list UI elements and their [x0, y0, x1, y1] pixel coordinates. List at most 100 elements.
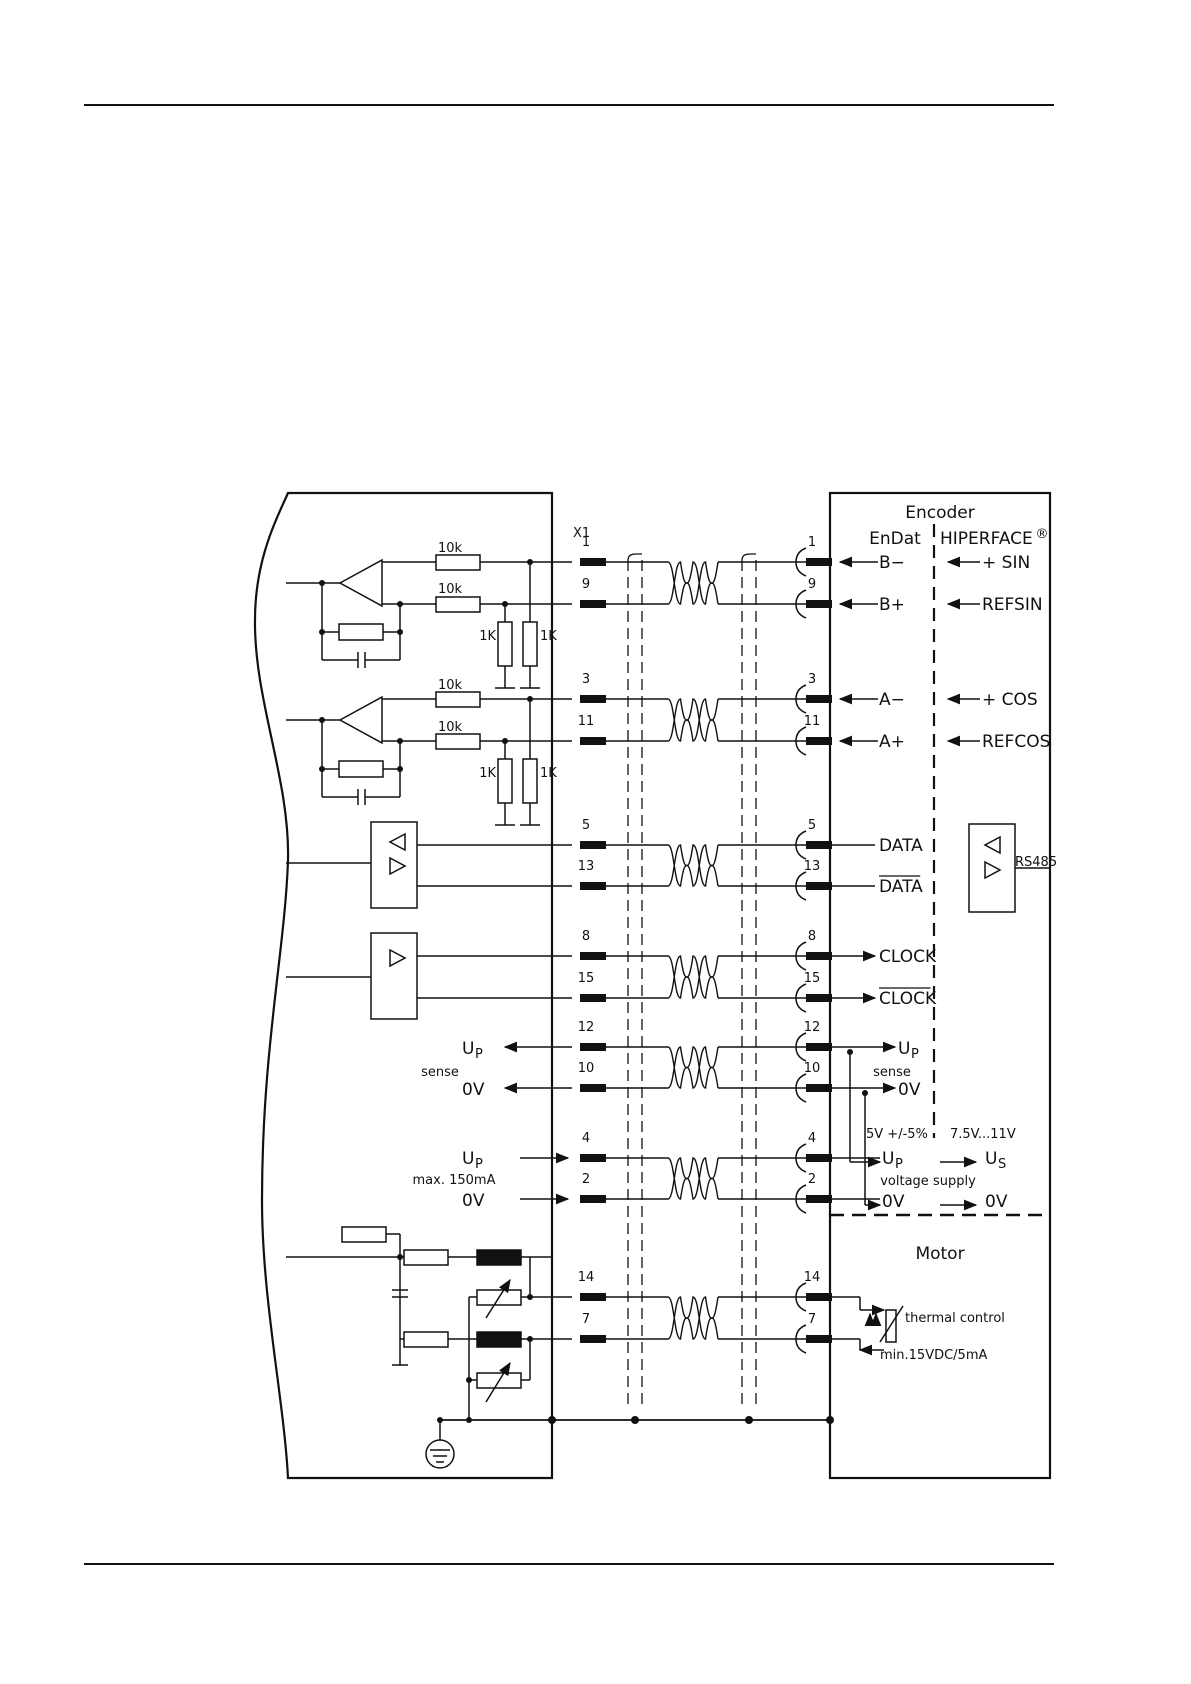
enc-0v-label: 0V: [898, 1080, 921, 1100]
pin-left-5: [580, 841, 606, 849]
twisted-pair: [667, 1296, 719, 1340]
resistor-label: 10k: [438, 582, 463, 597]
twisted-pair: [667, 1046, 719, 1089]
pin-right-11: [806, 737, 832, 745]
pin-num-left: 15: [578, 971, 595, 986]
pin-num-right: 3: [808, 672, 816, 687]
pin-left-1: [580, 558, 606, 566]
drive-up-supply-label: U: [462, 1149, 474, 1169]
pin-num-right: 1: [808, 535, 816, 550]
pin-num-left: 11: [578, 714, 595, 729]
supply-7v-label: 7.5V...11V: [950, 1127, 1016, 1142]
max-current-label: max. 150mA: [413, 1173, 496, 1188]
enc-us-sub: S: [998, 1157, 1006, 1172]
pin-num-left: 14: [578, 1270, 595, 1285]
pin-num-right: 10: [804, 1061, 821, 1076]
footer-rule: [84, 1563, 1054, 1565]
pin-left-2: [580, 1195, 606, 1203]
endat-signal-label: A−: [879, 690, 905, 710]
pin-14: [580, 1282, 832, 1312]
pin-right-1: [806, 558, 832, 566]
encoder-housing: [828, 491, 1052, 1480]
pin-num-left: 13: [578, 859, 595, 874]
pin-2: [580, 1184, 832, 1214]
pin-num-right: 9: [808, 577, 816, 592]
pin-num-right: 11: [804, 714, 821, 729]
pin-right-2: [806, 1195, 832, 1203]
pin-11: [580, 726, 832, 756]
supply-5v-label: 5V +/-5%: [866, 1127, 928, 1142]
drive-housing: [253, 491, 554, 1480]
rs485-label: RS485: [1015, 855, 1057, 870]
enc-up-supply-label: U: [882, 1149, 894, 1169]
pin-left-12: [580, 1043, 606, 1051]
pin-num-right: 14: [804, 1270, 821, 1285]
encoder-title: Encoder: [905, 503, 975, 523]
pin-4: [580, 1143, 832, 1173]
endat-signal-label: CLOCK: [879, 947, 937, 967]
pin-right-4: [806, 1154, 832, 1162]
pin-right-15: [806, 994, 832, 1002]
pin-left-7: [580, 1335, 606, 1343]
voltage-supply-label: voltage supply: [880, 1174, 976, 1189]
pin-5: [580, 830, 832, 860]
pin-left-13: [580, 882, 606, 890]
pin-num-right: 13: [804, 859, 821, 874]
twisted-pair: [667, 844, 719, 887]
pin-num-right: 2: [808, 1172, 816, 1187]
pin-left-3: [580, 695, 606, 703]
pin-num-right: 12: [804, 1020, 821, 1035]
header-rule: [84, 104, 1054, 106]
pin-left-9: [580, 600, 606, 608]
resistor-label: 1K: [479, 766, 496, 781]
resistor-label: 10k: [438, 541, 463, 556]
drive-up-supply-sub: P: [475, 1157, 483, 1172]
pin-13: [580, 871, 832, 901]
twisted-pair: [667, 1157, 719, 1200]
pin-right-10: [806, 1084, 832, 1092]
pin-left-10: [580, 1084, 606, 1092]
pin-num-left: 9: [582, 577, 590, 592]
resistor-label: 10k: [438, 720, 463, 735]
pin-right-5: [806, 841, 832, 849]
resistor-label: 1K: [540, 766, 557, 781]
encoder-arrows: [832, 556, 980, 1350]
pin-right-8: [806, 952, 832, 960]
pin-num-right: 15: [804, 971, 821, 986]
hiperface-signal-label: + COS: [982, 690, 1038, 710]
connector-label: X1: [573, 526, 590, 541]
enc-sense-label: sense: [873, 1065, 911, 1080]
pin-left-11: [580, 737, 606, 745]
pin-right-7: [806, 1335, 832, 1343]
twisted-pair: [667, 561, 719, 605]
hiperface-signal-label: REFSIN: [982, 595, 1043, 615]
endat-signal-label: CLOCK: [879, 989, 937, 1009]
motor-title: Motor: [915, 1244, 964, 1264]
pin-3: [580, 684, 832, 714]
pin-right-14: [806, 1293, 832, 1301]
pin-num-left: 3: [582, 672, 590, 687]
pin-num-left: 10: [578, 1061, 595, 1076]
pin-1: [580, 547, 832, 577]
resistor-label: 1K: [479, 629, 496, 644]
enc-us-label: U: [985, 1149, 997, 1169]
pin-num-left: 1: [582, 535, 590, 550]
registered-mark: ®: [1036, 527, 1049, 542]
endat-signal-label: DATA: [879, 877, 923, 897]
drive-circuitry: [286, 554, 1050, 1469]
pin-num-right: 5: [808, 818, 816, 833]
hiperface-heading: HIPERFACE: [940, 529, 1033, 549]
junction-dots: [319, 559, 868, 1424]
hiperface-signal-label: + SIN: [982, 553, 1030, 573]
pin-15: [580, 983, 832, 1013]
twisted-pair: [667, 955, 719, 999]
endat-signal-label: B−: [879, 553, 905, 573]
hiperface-signal-label: REFCOS: [982, 732, 1050, 752]
twisted-pair: [667, 698, 719, 742]
pin-right-12: [806, 1043, 832, 1051]
min-voltage-label: min.15VDC/5mA: [880, 1348, 987, 1363]
drive-supply-arrows: [503, 1041, 572, 1205]
pin-num-left: 7: [582, 1312, 590, 1327]
pin-num-right: 7: [808, 1312, 816, 1327]
